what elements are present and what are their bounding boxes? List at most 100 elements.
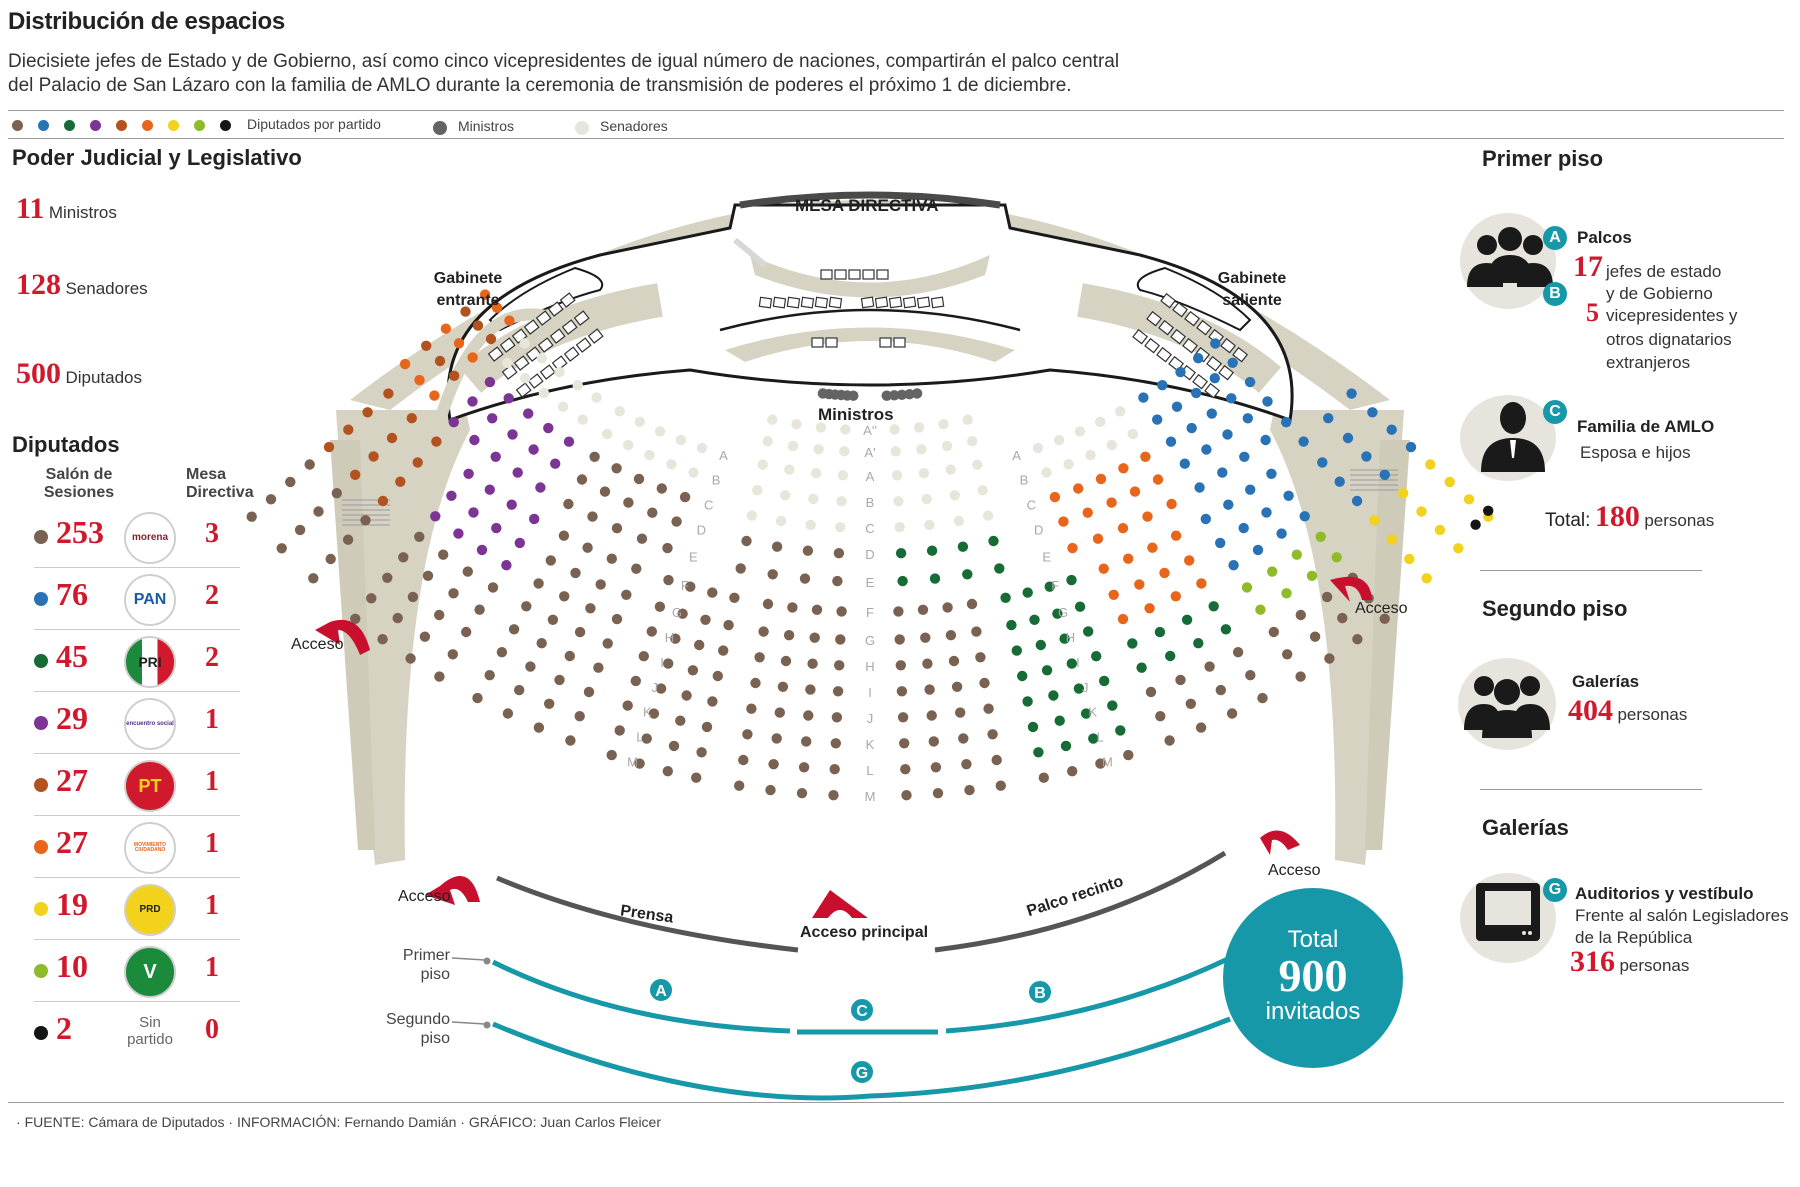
party-logo: PRI [124, 636, 176, 688]
seat [803, 710, 814, 721]
seat [412, 457, 423, 468]
seat [1127, 428, 1139, 440]
total-circle-label: Total [1287, 926, 1339, 953]
seat [414, 531, 425, 542]
desk [515, 382, 532, 398]
seat [911, 388, 923, 399]
seat [677, 608, 688, 619]
row-label: B [866, 495, 875, 510]
seat [1255, 604, 1266, 615]
seat [762, 598, 774, 610]
seat [1152, 474, 1164, 485]
seat [496, 647, 508, 658]
legend-senadores-label: Senadores [600, 118, 668, 134]
acceso-bottom-left-label[interactable]: Acceso [398, 888, 451, 905]
party-color-dot [34, 592, 48, 606]
acceso-left-label[interactable]: Acceso [291, 636, 344, 653]
seat [1191, 387, 1202, 399]
seat [582, 542, 593, 553]
galerias-value: 404 [1568, 694, 1613, 727]
seat [525, 661, 536, 672]
party-mesa-count: 0 [205, 1014, 219, 1045]
seat [768, 759, 779, 770]
seat [1425, 459, 1436, 470]
divider [1480, 789, 1702, 790]
segundo-piso-label: Segundo piso [385, 1011, 450, 1047]
seat [557, 401, 569, 412]
legend-party-dot [90, 120, 101, 131]
seat [895, 548, 907, 559]
seat [1073, 483, 1084, 494]
seat [900, 764, 911, 775]
seat [434, 671, 445, 682]
seat [395, 476, 406, 487]
seat [1398, 488, 1409, 499]
seat [1063, 459, 1074, 470]
seat [1052, 608, 1063, 619]
seat [891, 470, 903, 481]
seat [979, 677, 990, 689]
acceso-arrow-right [1330, 576, 1372, 602]
desk [551, 355, 568, 371]
floor-marker-c-icon: C [849, 997, 875, 1023]
seat [325, 553, 336, 565]
party-salon-count: 19 [56, 886, 88, 922]
seat [1315, 531, 1326, 542]
desk [772, 296, 787, 309]
seat [811, 604, 823, 615]
desk [758, 296, 773, 309]
seat [920, 632, 931, 643]
seat [701, 721, 713, 733]
row-label: F [866, 605, 874, 620]
party-logo: PT [124, 760, 176, 812]
svg-text:C: C [856, 1003, 868, 1020]
seat [1049, 491, 1061, 503]
seat-dots [246, 289, 1494, 801]
row-label: A' [864, 445, 875, 460]
seat [926, 545, 938, 556]
seat [634, 416, 645, 427]
row-label: I [1076, 655, 1080, 670]
seat [1241, 582, 1253, 593]
seat [490, 451, 501, 462]
seat [666, 459, 677, 470]
seat [654, 426, 666, 437]
seat [951, 681, 963, 692]
seat [777, 681, 789, 692]
seat [774, 707, 785, 718]
seat [938, 419, 949, 430]
seat [775, 515, 787, 527]
seat [554, 674, 565, 686]
desk [1132, 328, 1149, 345]
acceso-right-label[interactable]: Acceso [1355, 600, 1408, 617]
desk [1206, 355, 1223, 372]
seat [468, 507, 479, 518]
party-logo-text: morena [131, 532, 169, 543]
diputados-title: Diputados [12, 432, 120, 457]
row-label: M [865, 789, 876, 804]
primer-piso-arc-right [945, 955, 1232, 1034]
seat [362, 407, 373, 418]
group-icon [1464, 676, 1550, 738]
desk [587, 328, 604, 344]
seat [1386, 424, 1397, 435]
segundo-piso-title: Segundo piso [1482, 596, 1628, 621]
acceso-bottom-right-label[interactable]: Acceso [1268, 862, 1321, 879]
seat [614, 725, 625, 736]
seat [983, 703, 994, 714]
desk [573, 310, 590, 326]
seat [308, 573, 319, 584]
total-senadores-value: 128 [16, 268, 61, 301]
seat [930, 762, 942, 773]
seat [1238, 522, 1249, 534]
seat [889, 390, 900, 401]
seat [547, 614, 559, 625]
seat [1011, 645, 1022, 656]
acceso-principal-label[interactable]: Acceso principal [800, 924, 929, 941]
row-label: C [704, 498, 713, 513]
seat [1261, 507, 1272, 518]
seat [1095, 758, 1106, 769]
primer-piso-total-value: 180 [1594, 500, 1640, 533]
party-mesa-count: 2 [205, 642, 219, 673]
